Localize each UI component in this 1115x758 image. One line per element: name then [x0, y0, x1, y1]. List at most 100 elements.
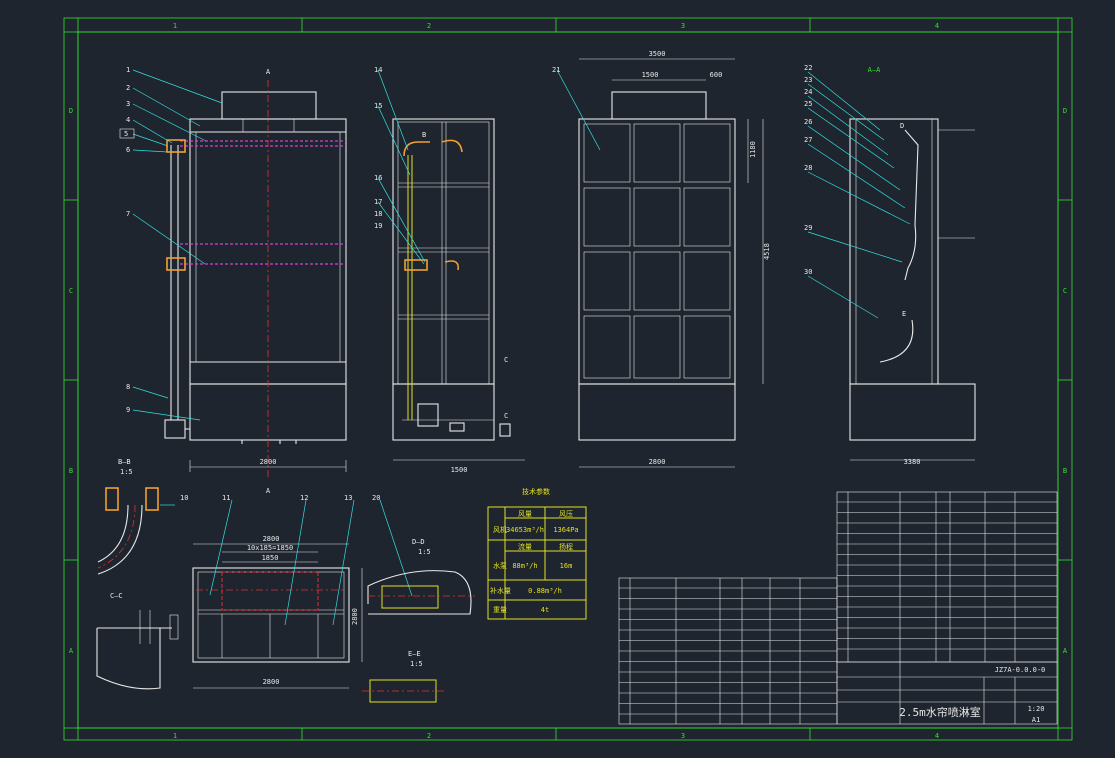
callout-16: 16	[374, 174, 382, 182]
tech-row4-label: 重量	[493, 606, 507, 614]
dim-plan-top: 2800	[263, 535, 280, 543]
callout-2: 2	[126, 84, 130, 92]
row-label-d-right: D	[1063, 107, 1067, 115]
plan-callouts: 11 12 13 20	[209, 494, 413, 626]
callout-6: 6	[126, 146, 130, 154]
row-label-d: D	[69, 107, 73, 115]
dim-plan-h: 2800	[351, 608, 359, 625]
tech-weight: 4t	[541, 606, 549, 614]
detail-ee: E—E 1:5	[362, 650, 446, 703]
callout-25: 25	[804, 100, 812, 108]
detail-bb-title: B—B	[118, 458, 131, 466]
detail-ee-scale: 1:5	[410, 660, 423, 668]
callout-20: 20	[372, 494, 380, 502]
callout-29: 29	[804, 224, 812, 232]
tech-flow: 88m³/h	[512, 562, 537, 570]
callout-3: 3	[126, 100, 130, 108]
back-view: 3500 1500 600 2800 4518 1180 21	[552, 50, 771, 468]
dim-back-top2: 1500	[642, 71, 659, 79]
callout-7: 7	[126, 210, 130, 218]
callout-24: 24	[804, 88, 812, 96]
dim-plan-inner: 1850	[262, 554, 279, 562]
col-label-3: 3	[681, 22, 685, 30]
detail-cc: C—C	[96, 592, 179, 690]
tech-head: 16m	[560, 562, 573, 570]
callout-28: 28	[804, 164, 812, 172]
callout-13: 13	[344, 494, 352, 502]
detail-bb-scale: 1:5	[120, 468, 133, 476]
callout-15: 15	[374, 102, 382, 110]
section-mark-c-top: C	[504, 356, 508, 364]
callout-4: 4	[126, 116, 130, 124]
col-label-4-bottom: 4	[935, 732, 939, 740]
tech-makeup: 0.88m³/h	[528, 587, 562, 595]
callout-27: 27	[804, 136, 812, 144]
callout-8: 8	[126, 383, 130, 391]
callout-14: 14	[374, 66, 382, 74]
dim-front-width: 2800	[260, 458, 277, 466]
callout-12: 12	[300, 494, 308, 502]
tech-row1-label: 风机	[493, 525, 507, 534]
section-aa-title: A—A	[868, 66, 881, 74]
dim-section-width: 3380	[904, 458, 921, 466]
tech-row2-label: 水泵	[493, 561, 507, 570]
title-drawing-no: JZ7A-0.0.0-0	[995, 666, 1046, 674]
tech-h-pressure: 风压	[559, 510, 573, 518]
bom-right	[836, 491, 1058, 663]
tech-h-head: 扬程	[559, 542, 573, 551]
callout-21: 21	[552, 66, 560, 74]
row-label-b-right: B	[1063, 467, 1067, 475]
front-callouts: 1 2 3 4 5 6 7 8 9	[119, 66, 223, 421]
section-mark-c-bottom: C	[504, 412, 508, 420]
col-label-2: 2	[427, 22, 431, 30]
tech-h-airflow: 风量	[518, 510, 532, 518]
detail-dd-title: D—D	[412, 538, 425, 546]
row-label-c: C	[69, 287, 73, 295]
callout-18: 18	[374, 210, 382, 218]
dim-plan-bottom: 2800	[263, 678, 280, 686]
section-mark-d: D	[900, 122, 904, 130]
callout-17: 17	[374, 198, 382, 206]
col-label-4: 4	[935, 22, 939, 30]
detail-dd: D—D 1:5	[367, 538, 475, 615]
section-mark-a-bottom: A	[266, 487, 271, 495]
side-callouts: 14 15 16 17 18 19	[374, 66, 426, 265]
col-label-3-bottom: 3	[681, 732, 685, 740]
bom-rows	[619, 501, 1057, 715]
row-label-a: A	[69, 647, 74, 655]
callout-19: 19	[374, 222, 382, 230]
row-label-a-right: A	[1063, 647, 1068, 655]
section-mark-a-top: A	[266, 68, 271, 76]
col-label-2-bottom: 2	[427, 732, 431, 740]
grid-labels: 1 2 3 4 1 2 3 4 D C B A D C B A	[69, 22, 1068, 740]
tech-airflow: 34653m³/h	[506, 526, 544, 534]
tech-h-flow: 流量	[518, 542, 532, 551]
tech-row3-label: 补水量	[490, 586, 511, 595]
section-aa-callouts: 22 23 24 25 26 27 28 29 30	[804, 64, 911, 319]
title-name: 2.5m水帘喷淋室	[899, 705, 981, 719]
title-block: JZ7A-0.0.0-0 2.5m水帘喷淋室 1:20 A1	[836, 661, 1058, 725]
front-view: 2800 A A	[164, 68, 347, 495]
title-scale: 1:20	[1028, 705, 1045, 713]
callout-1: 1	[126, 66, 130, 74]
callout-5: 5	[124, 130, 128, 138]
callout-26: 26	[804, 118, 812, 126]
title-sheet: A1	[1032, 716, 1040, 724]
dim-back-bottom: 2800	[649, 458, 666, 466]
section-aa: A—A 3380 D E	[849, 66, 976, 466]
detail-cc-title: C—C	[110, 592, 123, 600]
dim-side-width: 1500	[451, 466, 468, 474]
section-mark-e: E	[902, 310, 906, 318]
tech-pressure: 1364Pa	[553, 526, 578, 534]
tech-params-table: 技术参数 风量 风压 风机 34653m³/h 1364Pa 流量 扬程 水泵 …	[487, 487, 587, 620]
plan-view: 2800 10x185=1850 1850 2800 2800	[192, 535, 363, 689]
callout-10: 10	[180, 494, 188, 502]
tech-title: 技术参数	[522, 487, 550, 496]
callout-23: 23	[804, 76, 812, 84]
dim-plan-sub: 10x185=1850	[247, 544, 293, 552]
dim-v2: 4518	[763, 243, 771, 260]
row-label-b: B	[69, 467, 73, 475]
col-label-1-bottom: 1	[173, 732, 177, 740]
row-label-c-right: C	[1063, 287, 1067, 295]
